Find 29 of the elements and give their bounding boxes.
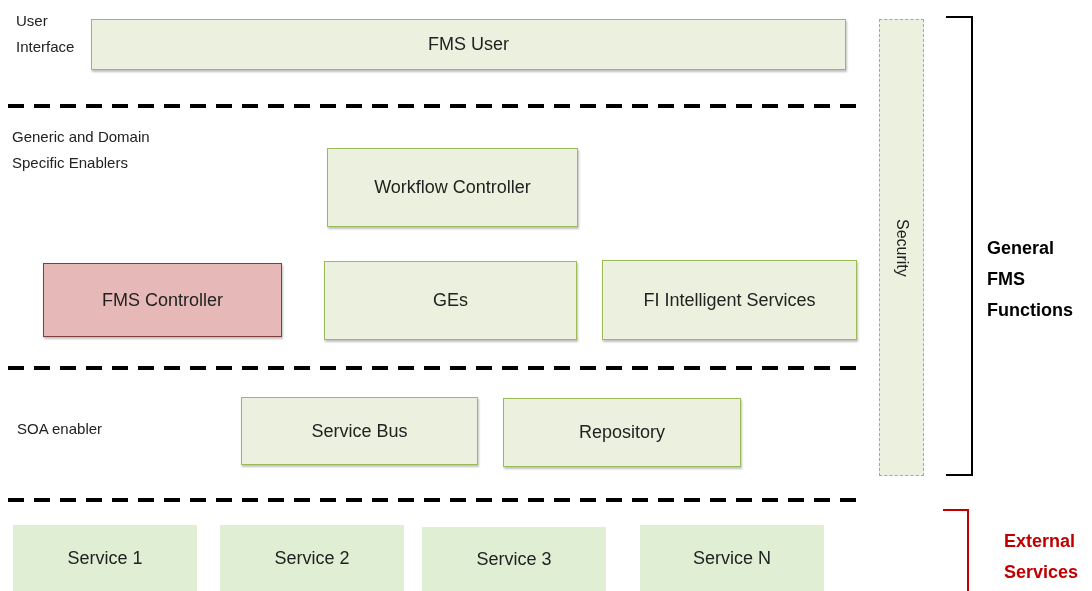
component-box bbox=[503, 398, 741, 467]
component-name: Security bbox=[892, 218, 912, 277]
service-box bbox=[13, 525, 197, 591]
component-name: Service 3 bbox=[476, 547, 552, 571]
service-box bbox=[422, 527, 606, 591]
component-box bbox=[241, 397, 478, 465]
layer-label: User Interface bbox=[16, 11, 76, 57]
bracket-label: General FMS Functions bbox=[987, 237, 1074, 322]
security-band bbox=[879, 19, 924, 476]
component-name: Service 1 bbox=[67, 546, 143, 570]
highlighted-component-box bbox=[43, 263, 282, 337]
component-box bbox=[324, 261, 577, 340]
component-name: FMS User bbox=[428, 33, 509, 56]
component-box bbox=[602, 260, 857, 340]
component-name: Workflow Controller bbox=[374, 176, 531, 199]
component-box bbox=[327, 148, 578, 227]
component-name: Service 2 bbox=[274, 546, 350, 570]
service-box bbox=[220, 525, 404, 591]
layer-label: Generic and Domain Specific Enablers bbox=[12, 127, 151, 173]
component-name: GEs bbox=[433, 289, 468, 312]
component-box bbox=[91, 19, 846, 70]
component-name: Service N bbox=[693, 546, 771, 570]
component-name: Repository bbox=[578, 421, 665, 444]
component-name: Service Bus bbox=[311, 419, 408, 443]
layer-label: SOA enabler bbox=[17, 419, 104, 439]
service-box bbox=[640, 525, 824, 591]
component-name: FI Intelligent Services bbox=[643, 288, 816, 312]
component-name: FMS Controller bbox=[102, 288, 223, 312]
bracket-label: External Services bbox=[1004, 530, 1080, 584]
